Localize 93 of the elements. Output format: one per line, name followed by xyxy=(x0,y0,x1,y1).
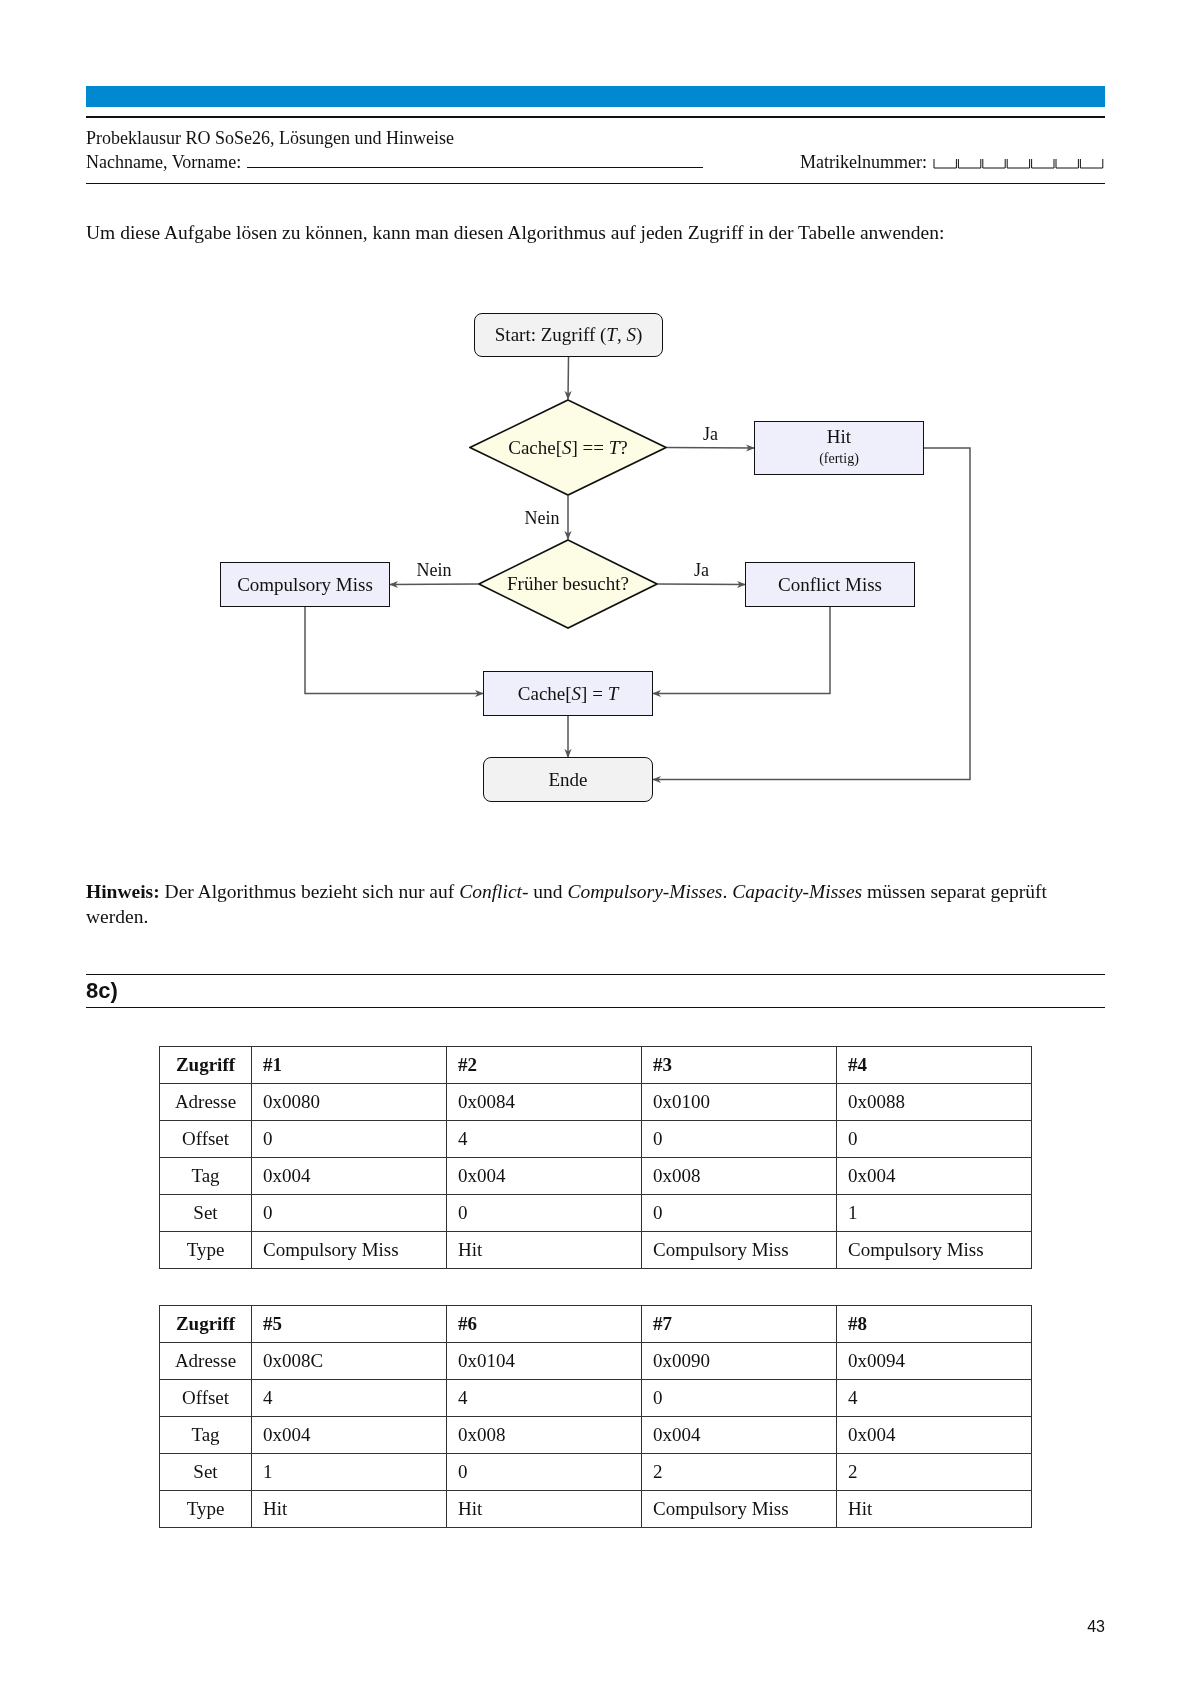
box-label: Compulsory Miss xyxy=(237,573,373,596)
table-cell: 0x004 xyxy=(641,1416,837,1454)
table-cell: 0 xyxy=(446,1453,642,1491)
arrow xyxy=(564,495,572,541)
table-cell: Compulsory Miss xyxy=(836,1231,1032,1269)
table-cell: Hit xyxy=(836,1490,1032,1528)
table-cell: 4 xyxy=(251,1379,447,1417)
table-cell: 0x0094 xyxy=(836,1342,1032,1380)
table-cell: 1 xyxy=(836,1194,1032,1232)
arrow xyxy=(666,444,755,452)
table-cell: 0 xyxy=(836,1120,1032,1158)
arrow xyxy=(652,447,971,784)
table-cell: Compulsory Miss xyxy=(641,1231,837,1269)
box-label: Hit xyxy=(826,426,852,449)
table-cell: Adresse xyxy=(159,1083,252,1121)
table-cell: 0x0100 xyxy=(641,1083,837,1121)
table-cell: 2 xyxy=(836,1453,1032,1491)
table-header-cell: #2 xyxy=(446,1046,642,1084)
note-text: Hinweis: Der Algorithmus bezieht sich nur auf Conflict- und Compulsory-Misses. Capacity-Misses müssen separat geprüft werden. xyxy=(86,880,1048,930)
table-cell: Tag xyxy=(159,1157,252,1195)
arrow xyxy=(564,356,572,401)
table-header-cell: Zugriff xyxy=(159,1046,252,1084)
table-cell: 2 xyxy=(641,1453,837,1491)
box-label: Cache[S] == T? xyxy=(508,436,628,459)
process-box xyxy=(220,562,390,608)
table-cell: Hit xyxy=(446,1231,642,1269)
table-cell: Compulsory Miss xyxy=(641,1490,837,1528)
box-label: Cache[S] = T xyxy=(517,682,619,705)
table-cell: 0x008C xyxy=(251,1342,447,1380)
table-cell: 0 xyxy=(446,1194,642,1232)
table-cell: 0 xyxy=(251,1194,447,1232)
table-cell: 0x004 xyxy=(836,1157,1032,1195)
process-box xyxy=(754,421,924,476)
arrow xyxy=(304,606,484,698)
table-cell: 0 xyxy=(641,1194,837,1232)
box-label: Ende xyxy=(548,768,588,791)
table-header-cell: #3 xyxy=(641,1046,837,1084)
table-cell: Hit xyxy=(446,1490,642,1528)
table-cell: 0 xyxy=(641,1120,837,1158)
table-cell: 0x0080 xyxy=(251,1083,447,1121)
table-cell: Adresse xyxy=(159,1342,252,1380)
table-cell: 0x0104 xyxy=(446,1342,642,1380)
table-cell: 0x004 xyxy=(251,1416,447,1454)
table-cell: 0x004 xyxy=(836,1416,1032,1454)
table-cell: 0x008 xyxy=(641,1157,837,1195)
page-number: 43 xyxy=(1087,1618,1105,1636)
field-label: Nachname, Vorname: xyxy=(86,151,242,174)
table-header-cell: #4 xyxy=(836,1046,1032,1084)
exam-title: Probeklausur RO SoSe26, Lösungen und Hinweise xyxy=(86,127,454,150)
table-header-cell: Zugriff xyxy=(159,1305,252,1343)
table-cell: Type xyxy=(159,1490,252,1528)
table-cell: 0x0090 xyxy=(641,1342,837,1380)
section-heading: 8c) xyxy=(86,978,118,1005)
arrow xyxy=(657,581,746,589)
table-cell: Set xyxy=(159,1194,252,1232)
box-subtext: (fertig) xyxy=(819,450,859,469)
terminal-box xyxy=(483,757,653,803)
table-cell: Hit xyxy=(251,1490,447,1528)
table-cell: 4 xyxy=(836,1379,1032,1417)
table-header-cell: #7 xyxy=(641,1305,837,1343)
decision-diamond xyxy=(469,399,667,497)
table-cell: 0 xyxy=(641,1379,837,1417)
table-cell: 4 xyxy=(446,1120,642,1158)
arrow xyxy=(652,606,831,698)
table-cell: 0x004 xyxy=(251,1157,447,1195)
arrow xyxy=(564,715,572,759)
table-cell: 0x0088 xyxy=(836,1083,1032,1121)
table-cell: Tag xyxy=(159,1416,252,1454)
decision-diamond xyxy=(478,539,658,630)
instruction-text: Um diese Aufgabe lösen zu können, kann man diesen Algorithmus auf jeden Zugriff in der Tabelle anwenden: xyxy=(86,221,946,246)
table-cell: Set xyxy=(159,1453,252,1491)
table-cell: 0 xyxy=(251,1120,447,1158)
table-header-cell: #5 xyxy=(251,1305,447,1343)
table-cell: 0x004 xyxy=(446,1157,642,1195)
table-cell: Type xyxy=(159,1231,252,1269)
table-cell: Compulsory Miss xyxy=(251,1231,447,1269)
terminal-box xyxy=(474,313,663,358)
arrow xyxy=(389,581,479,589)
table-header-cell: #1 xyxy=(251,1046,447,1084)
process-box xyxy=(745,562,915,608)
box-label: Früher besucht? xyxy=(507,573,629,596)
table-cell: 4 xyxy=(446,1379,642,1417)
field-label: Matrikelnummer: xyxy=(800,151,927,174)
table-header-cell: #6 xyxy=(446,1305,642,1343)
table-cell: 0x0084 xyxy=(446,1083,642,1121)
table-cell: Offset xyxy=(159,1120,252,1158)
table-header-cell: #8 xyxy=(836,1305,1032,1343)
box-label: Conflict Miss xyxy=(778,573,882,596)
process-box xyxy=(483,671,653,717)
table-cell: 0x008 xyxy=(446,1416,642,1454)
box-label: Start: Zugriff (T, S) xyxy=(494,324,643,347)
table-cell: 1 xyxy=(251,1453,447,1491)
table-cell: Offset xyxy=(159,1379,252,1417)
